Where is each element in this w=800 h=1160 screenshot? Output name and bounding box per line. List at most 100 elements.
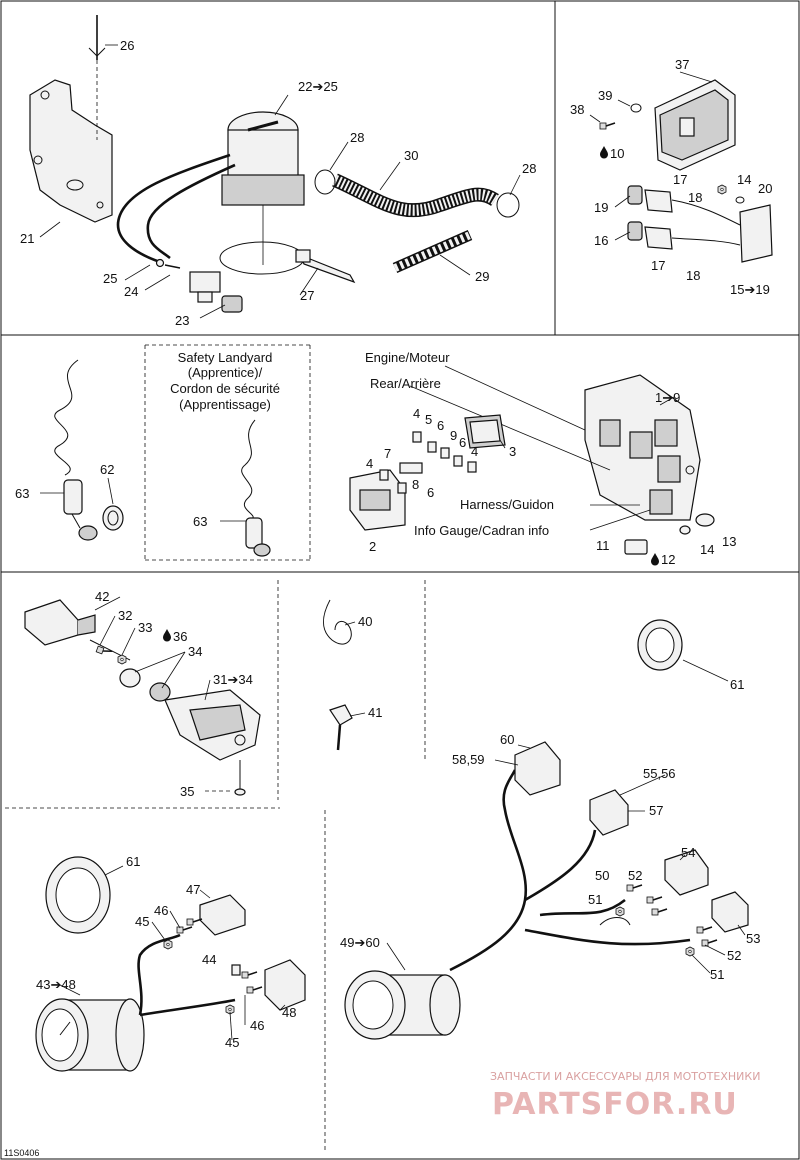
label-49-60: 49➔60: [340, 935, 380, 950]
label-22-25: 22➔25: [298, 79, 338, 94]
cap-62: [102, 505, 124, 531]
label-33: 33: [138, 620, 152, 635]
label-44: 44: [202, 952, 216, 967]
label-15-19: 15➔19: [730, 282, 770, 297]
label-28b: 28: [522, 161, 536, 176]
callout-harness: Harness/Guidon: [460, 497, 554, 512]
label-46b: 46: [250, 1018, 264, 1033]
switch-housing-31: [164, 689, 261, 761]
label-60: 60: [500, 732, 514, 747]
screw-38: [599, 122, 616, 130]
drop-icon: [600, 146, 608, 159]
main-harness: [449, 769, 691, 972]
label-38: 38: [570, 102, 584, 117]
clamp-28a: [314, 169, 336, 195]
label-61a: 61: [730, 677, 744, 692]
label-14a: 14: [737, 172, 751, 187]
label-63b: 63: [193, 514, 207, 529]
label-1-9: 1➔9: [655, 390, 680, 405]
watermark-tagline: ЗАПЧАСТИ И АКСЕССУАРЫ ДЛЯ МОТОТЕХНИКИ: [490, 1070, 760, 1083]
screw-35: [234, 760, 246, 796]
switch-34: [119, 668, 171, 702]
label-62: 62: [100, 462, 114, 477]
label-11: 11: [596, 538, 610, 553]
callout-info-gauge: Info Gauge/Cadran info: [414, 523, 549, 538]
connector-23: [155, 258, 243, 313]
label-47: 47: [186, 882, 200, 897]
washer-20: [735, 196, 745, 204]
pin-26: [88, 15, 106, 140]
label-28a: 28: [350, 130, 364, 145]
drawing-code: 11S0406: [4, 1148, 39, 1158]
label-21: 21: [20, 231, 34, 246]
label-17b: 17: [651, 258, 665, 273]
landyard-box-title: Safety Landyard (Apprentice)/ Cordon de …: [170, 350, 280, 412]
label-8: 8: [412, 477, 419, 492]
connector-47: [199, 894, 246, 936]
landyard-coil: [54, 359, 98, 541]
landyard-title-line3: Cordon de sécurité: [170, 381, 280, 396]
label-41: 41: [368, 705, 382, 720]
landyard-title-line4: (Apprentissage): [179, 397, 271, 412]
label-57: 57: [649, 803, 663, 818]
label-23: 23: [175, 313, 189, 328]
connector-54: [664, 849, 709, 896]
label-39: 39: [598, 88, 612, 103]
landyard-coil-apprentice: [241, 419, 271, 557]
clip-40: [323, 599, 352, 645]
label-43-48: 43➔48: [36, 977, 76, 992]
label-36: 36: [173, 629, 187, 644]
label-5: 5: [425, 412, 432, 427]
washer-39: [630, 103, 642, 113]
label-14b: 14: [700, 542, 714, 557]
clamp-27: [219, 241, 356, 284]
label-42: 42: [95, 589, 109, 604]
sleeve-29: [392, 229, 473, 274]
label-7: 7: [384, 446, 391, 461]
label-45a: 45: [135, 914, 149, 929]
relay-16: [627, 221, 673, 250]
label-6c: 6: [427, 485, 434, 500]
part-labels: 26 22➔25 28 30 28 21 25 24 23 27 29 37 3…: [15, 38, 772, 1050]
label-19: 19: [594, 200, 608, 215]
connector-53: [711, 891, 749, 933]
label-10: 10: [610, 146, 624, 161]
relay-19: [627, 185, 673, 213]
ring-61a: [637, 619, 683, 671]
label-30: 30: [404, 148, 418, 163]
label-52a: 52: [628, 868, 642, 883]
label-27: 27: [300, 288, 314, 303]
label-18a: 18: [688, 190, 702, 205]
gauge-43: [35, 998, 145, 1072]
label-50: 50: [595, 868, 609, 883]
gauge-harness: [137, 933, 236, 1017]
gauge-49: [344, 970, 461, 1040]
drop-icon: [651, 553, 659, 566]
label-37: 37: [675, 57, 689, 72]
label-13: 13: [722, 534, 736, 549]
label-51a: 51: [588, 892, 602, 907]
pump-22: [221, 111, 305, 265]
label-53: 53: [746, 931, 760, 946]
label-18b: 18: [686, 268, 700, 283]
label-52b: 52: [727, 948, 741, 963]
label-24: 24: [124, 284, 138, 299]
leader-lines: [39, 44, 746, 1041]
label-32: 32: [118, 608, 132, 623]
clamp-28b: [496, 192, 520, 218]
connector-2: [349, 469, 406, 531]
label-61b: 61: [126, 854, 140, 869]
watermark: ЗАПЧАСТИ И АКСЕССУАРЫ ДЛЯ МОТОТЕХНИКИ PA…: [490, 1070, 760, 1122]
label-51b: 51: [710, 967, 724, 982]
callout-rear: Rear/Arrière: [370, 376, 441, 391]
label-35: 35: [180, 784, 194, 799]
label-25: 25: [103, 271, 117, 286]
label-63a: 63: [15, 486, 29, 501]
label-9: 9: [450, 428, 457, 443]
label-16: 16: [594, 233, 608, 248]
seal-3: [464, 414, 506, 449]
label-4c: 4: [366, 456, 373, 471]
terminals-32-33: [89, 639, 131, 665]
connector-60: [514, 741, 561, 796]
